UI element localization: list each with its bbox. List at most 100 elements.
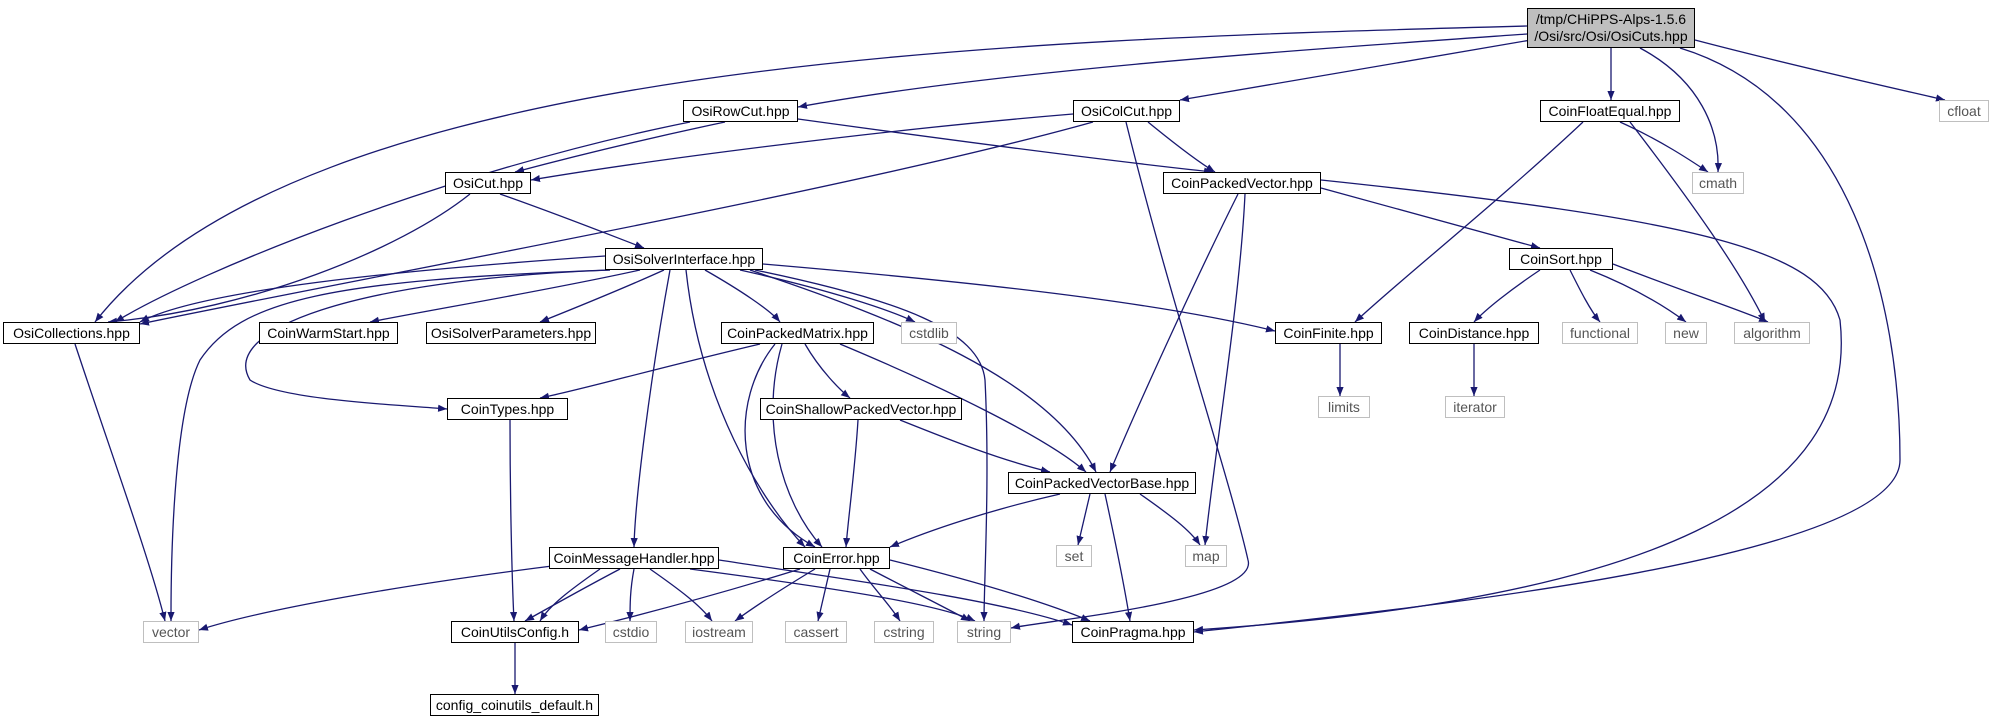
edge-coinerror-coinutilsconfig (578, 568, 801, 632)
edge-coinfloatequal-coinfinite (1354, 121, 1584, 323)
node-osisolverparameters-hpp[interactable]: OsiSolverParameters.hpp (426, 322, 596, 344)
edge-coinpackedvectorbase-map (1139, 493, 1201, 546)
edge-osicolcut-string (1010, 121, 1249, 630)
edge-osisolverinterface-string (754, 269, 988, 622)
node-new: new (1665, 322, 1707, 344)
edge-coinsort-functional (1569, 269, 1601, 323)
edge-coinerror-cstring (859, 568, 901, 622)
node-cfloat: cfloat (1939, 100, 1989, 122)
node-cointypes-hpp[interactable]: CoinTypes.hpp (447, 398, 568, 420)
node-cmath: cmath (1692, 172, 1744, 194)
edge-coinpackedvector-coinpackedvectorbase (1109, 193, 1239, 473)
node-coinfloatequal-hpp[interactable]: CoinFloatEqual.hpp (1540, 100, 1680, 122)
edge-root-cfloat (1694, 39, 1946, 102)
edge-root-osicolcut (1179, 39, 1532, 103)
edge-osicut-osisolverinterface (499, 193, 645, 249)
node-coinpragma-hpp[interactable]: CoinPragma.hpp (1072, 621, 1194, 643)
edge-coinsort-algorithm (1612, 263, 1769, 323)
node-config-coinutils-default-h[interactable]: config_coinutils_default.h (430, 694, 599, 716)
node-coinfinite-hpp[interactable]: CoinFinite.hpp (1275, 322, 1382, 344)
node-osisolverinterface-hpp[interactable]: OsiSolverInterface.hpp (605, 248, 763, 270)
edge-coinerror-cassert (816, 568, 831, 622)
edge-coinpackedvector-coinsort (1320, 187, 1541, 250)
node-iostream: iostream (685, 621, 753, 643)
node-coinsort-hpp[interactable]: CoinSort.hpp (1509, 248, 1613, 270)
edge-coinpackedvector-coinpragma (1193, 179, 1842, 633)
edge-coinpackedmatrix-coinpackedvectorbase (839, 343, 1087, 473)
node-cstdlib: cstdlib (901, 322, 957, 344)
edge-coinpackedmatrix-cointypes (539, 343, 761, 400)
edge-coinerror-iostream (734, 568, 816, 622)
edge-coinpackedmatrix-coinerror-2 (772, 343, 823, 548)
node-coinpackedvector-hpp[interactable]: CoinPackedVector.hpp (1163, 172, 1321, 194)
edge-root-osirowcut (797, 33, 1528, 109)
node-coinpackedvectorbase-hpp[interactable]: CoinPackedVectorBase.hpp (1008, 472, 1196, 494)
node-coinpackedmatrix-hpp[interactable]: CoinPackedMatrix.hpp (721, 322, 874, 344)
edge-coinmessagehandler-coinutilsconfig-1 (524, 568, 621, 622)
node-algorithm: algorithm (1734, 322, 1810, 344)
edge-osisolverinterface-osicollections (139, 255, 606, 323)
edge-coinmessagehandler-cstdio (626, 568, 635, 622)
root-path-line1: /tmp/CHiPPS-Alps-1.5.6 (1535, 11, 1687, 27)
edge-osisolverinterface-cointypes (245, 269, 611, 412)
node-osicut-hpp[interactable]: OsiCut.hpp (445, 172, 531, 194)
edge-coinfloatequal-algorithm (1629, 121, 1766, 323)
edge-osicolcut-osicut (530, 113, 1074, 183)
node-coinwarmstart-hpp[interactable]: CoinWarmStart.hpp (259, 322, 398, 344)
edge-coinsort-new (1589, 269, 1687, 323)
node-osicolcut-hpp[interactable]: OsiColCut.hpp (1073, 100, 1180, 122)
edge-osicolcut-osicollections (139, 121, 1094, 326)
edge-osisolverinterface-coinpackedvectorbase (749, 269, 1097, 473)
edge-osicut-osicollections (107, 193, 471, 325)
edge-coinfloatequal-cmath (1619, 121, 1709, 173)
edge-coinshallowpackedvector-coinpackedvectorbase (899, 419, 1051, 474)
edge-osisolverinterface-coinfinite (762, 263, 1276, 333)
edge-osirowcut-coinpackedvector (797, 118, 1214, 175)
edge-osisolverinterface-coinmessagehandler (630, 269, 671, 548)
edge-osisolverinterface-vector (167, 269, 611, 622)
node-cassert: cassert (785, 621, 847, 643)
edge-coinpackedvectorbase-set (1076, 493, 1091, 546)
edge-coinmessagehandler-vector (198, 564, 561, 631)
node-string: string (957, 621, 1011, 643)
node-coinerror-hpp[interactable]: CoinError.hpp (783, 547, 890, 569)
edge-root-osicollections (94, 25, 1528, 323)
node-osicuts-hpp[interactable]: /tmp/CHiPPS-Alps-1.5.6 /Osi/src/Osi/OsiC… (1527, 8, 1695, 48)
edge-coinpackedvector-map (1202, 193, 1246, 546)
node-coinutilsconfig-h[interactable]: CoinUtilsConfig.h (451, 621, 579, 643)
node-set: set (1056, 545, 1092, 567)
edge-osicollections-vector (74, 343, 167, 622)
node-iterator: iterator (1445, 396, 1505, 418)
node-osirowcut-hpp[interactable]: OsiRowCut.hpp (683, 100, 798, 122)
edge-coinpackedvectorbase-coinpragma (1104, 493, 1133, 622)
node-cstdio: cstdio (605, 621, 657, 643)
node-coindistance-hpp[interactable]: CoinDistance.hpp (1409, 322, 1539, 344)
node-vector: vector (143, 621, 199, 643)
edge-coinmessagehandler-coinpragma (718, 559, 1073, 626)
node-coinmessagehandler-hpp[interactable]: CoinMessageHandler.hpp (549, 547, 719, 569)
node-functional: functional (1562, 322, 1638, 344)
edge-coinpackedmatrix-coinshallowpackedvector (804, 343, 851, 399)
edge-coinpackedvectorbase-coinerror (889, 493, 1061, 548)
edge-osirowcut-osicollections (114, 121, 691, 323)
edge-coinshallowpackedvector-coinerror (843, 419, 859, 548)
node-limits: limits (1318, 396, 1370, 418)
edge-osicolcut-coinpackedvector (1147, 121, 1216, 173)
root-path-line2: /Osi/src/Osi/OsiCuts.hpp (1534, 28, 1688, 44)
edge-coinerror-string (869, 568, 971, 622)
node-osicollections-hpp[interactable]: OsiCollections.hpp (3, 322, 140, 344)
node-cstring: cstring (874, 621, 934, 643)
edge-coinpackedmatrix-coinerror-1 (744, 343, 816, 548)
node-coinshallowpackedvector-hpp[interactable]: CoinShallowPackedVector.hpp (760, 398, 962, 420)
edge-osisolverinterface-coinwarmstart (369, 269, 641, 324)
edge-coinsort-coindistance (1473, 269, 1541, 323)
edge-osirowcut-osicut (514, 121, 726, 174)
edge-osisolverinterface-coinerror (685, 269, 806, 548)
node-map: map (1185, 545, 1227, 567)
edge-cointypes-coinutilsconfig (509, 419, 518, 622)
edge-osisolverinterface-cstdlib (739, 269, 916, 323)
edge-coinerror-coinpragma (889, 559, 1091, 622)
edge-coinmessagehandler-iostream (649, 568, 713, 622)
edge-coinmessagehandler-coinutilsconfig-2 (539, 568, 601, 622)
edge-root-cmath (1639, 47, 1723, 173)
